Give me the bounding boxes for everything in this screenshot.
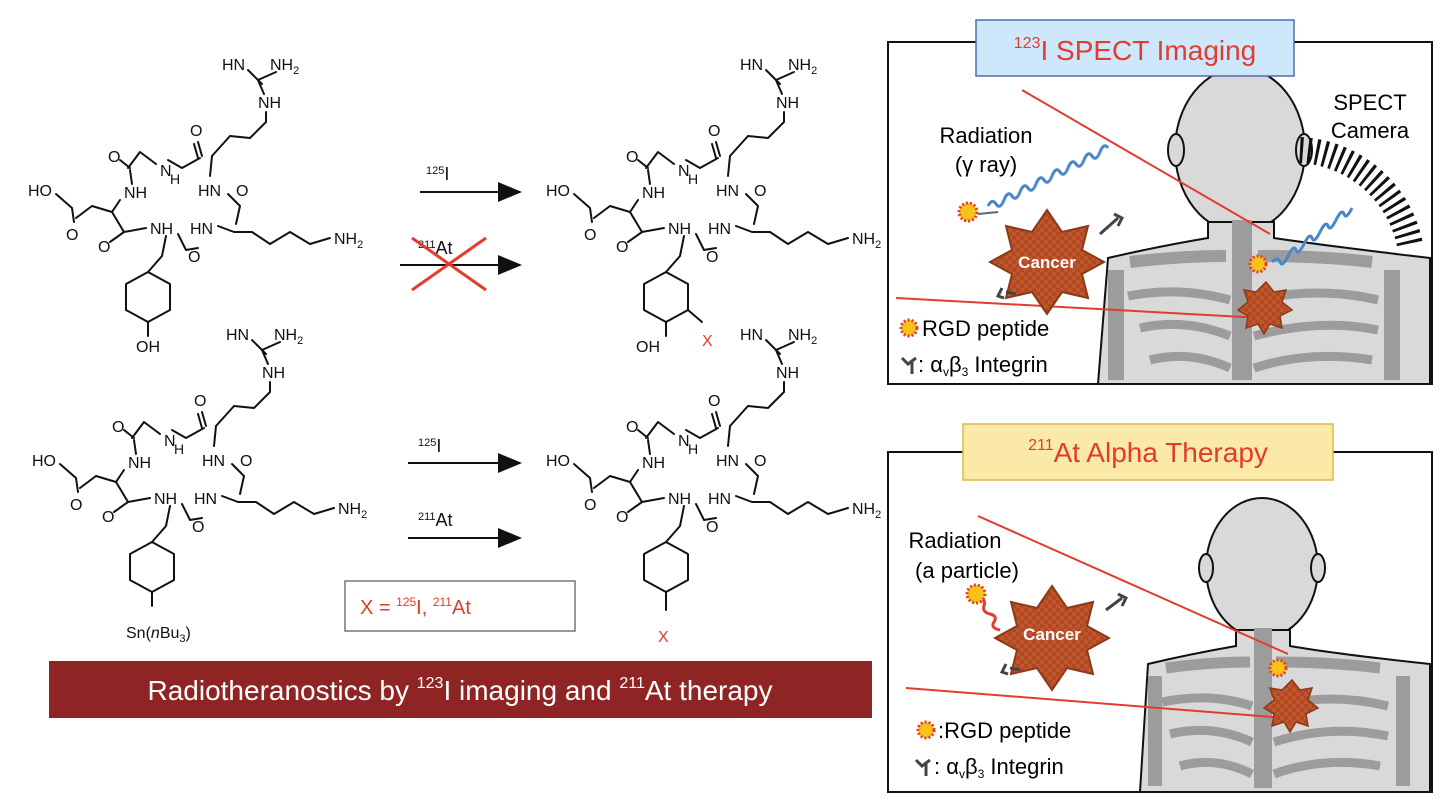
alpha-radiation-label: Radiation — [909, 528, 1002, 553]
svg-text:X = 125I, 211At: X = 125I, 211At — [360, 595, 471, 619]
reaction-arrow-blocked-astatine: 211At — [400, 236, 522, 292]
svg-text:125I: 125I — [418, 436, 441, 456]
alpha-title: 211At Alpha Therapy — [1028, 437, 1268, 468]
legend-integrin: : αvβ3 Integrin — [918, 352, 1048, 379]
cross-out-line-2 — [411, 236, 487, 292]
peptide-tyrosine-precursor: OH — [27, 56, 365, 356]
alpha-cancer-cell-icon — [992, 584, 1112, 692]
integrin-icon — [900, 356, 917, 374]
rgd-peptide-icon — [957, 201, 979, 223]
alpha-legend-rgd: :RGD peptide — [938, 718, 1071, 743]
stannyl-label: Sn(nBu3) — [126, 625, 191, 645]
spect-imaging-panel: 123I SPECT Imaging Radiation (γ ray) SPE… — [887, 19, 1433, 385]
alpha-particle-label: (a particle) — [915, 558, 1019, 583]
spect-title: 123I SPECT Imaging — [1014, 35, 1257, 66]
alpha-title-box — [962, 423, 1334, 481]
alpha-wave-icon — [979, 596, 1001, 632]
alpha-cancer-label: Cancer — [1023, 625, 1081, 644]
svg-text:OH: OH — [636, 339, 660, 356]
alpha-legend-integrin: : αvβ3 Integrin — [934, 754, 1064, 781]
cancer-cell-icon — [987, 208, 1107, 316]
substituent-legend-box: X = 125I, 211At — [344, 580, 576, 632]
hydroxyl-label: OH — [136, 339, 160, 356]
legend-rgd-peptide: RGD peptide — [922, 316, 1049, 341]
gamma-wave-icon — [986, 144, 1110, 208]
camera-label-line1: SPECT — [1333, 90, 1406, 115]
spect-camera-icon — [1299, 137, 1423, 248]
gamma-ray-label: (γ ray) — [955, 152, 1017, 177]
cancer-label: Cancer — [1018, 253, 1076, 272]
spect-title-box — [975, 19, 1295, 77]
arrow-label-125i: 125I — [426, 164, 449, 184]
title-banner: Radiotheranostics by 123I imaging and 21… — [49, 661, 872, 718]
reaction-arrow-bottom-iodine: 125I — [408, 436, 522, 473]
arrow-label-211at-blocked: 211At — [418, 238, 453, 258]
alpha-therapy-panel: 211At Alpha Therapy Radiation (a particl… — [887, 423, 1433, 793]
body-silhouette — [1096, 67, 1431, 385]
camera-label-line2: Camera — [1331, 118, 1410, 143]
reaction-arrow-top-iodine: 125I — [420, 164, 522, 202]
reaction-arrow-bottom-astatine: 211At — [408, 510, 522, 548]
svg-text:X: X — [658, 629, 669, 646]
peptide-labeled-phenylalanine: X — [545, 326, 883, 646]
alpha-integrin-icon — [914, 758, 931, 776]
radiation-label: Radiation — [940, 123, 1033, 148]
peptide-iodinated-tyrosine: X OH — [545, 56, 883, 356]
substituent-x-label: X — [702, 333, 713, 350]
banner-title: Radiotheranostics by 123I imaging and 21… — [147, 675, 772, 706]
peptide-stannyl-precursor: Sn(nBu3) — [31, 326, 369, 645]
svg-text:211At: 211At — [418, 510, 453, 530]
